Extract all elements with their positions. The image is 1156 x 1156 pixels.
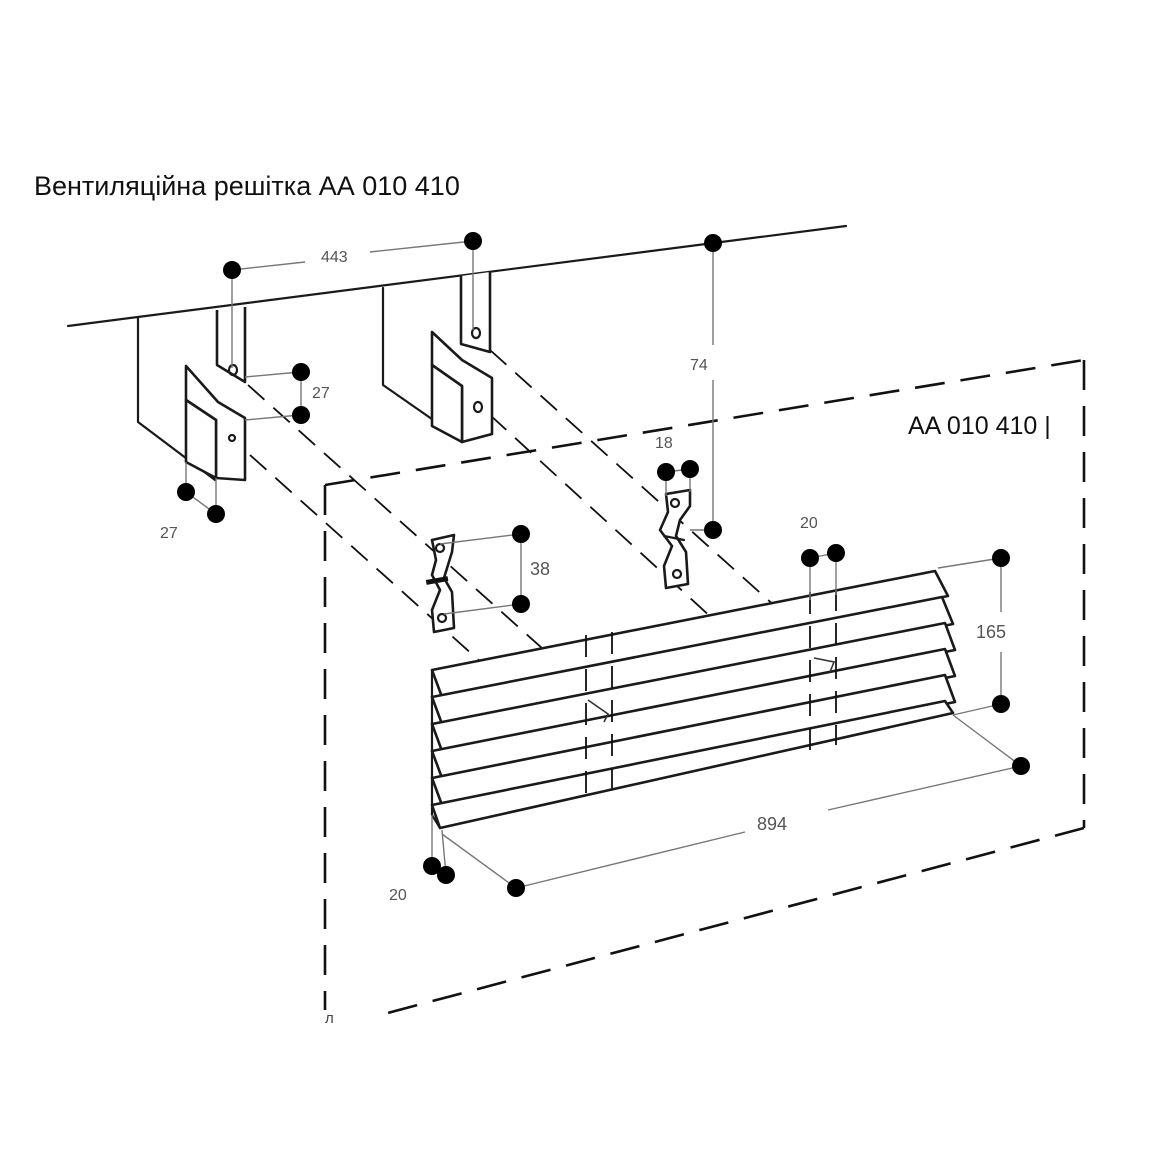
dimension-label-27-depth: 27	[312, 385, 330, 402]
dimension-marker	[423, 857, 441, 875]
dimension-marker	[704, 234, 722, 252]
dimension-marker	[1012, 757, 1030, 775]
dimension-marker	[292, 406, 310, 424]
dimension-27-width: 27	[160, 462, 225, 542]
dimension-marker	[464, 232, 482, 250]
dimension-marker	[512, 595, 530, 613]
dimension-18: 18	[655, 435, 699, 496]
dimension-marker	[292, 363, 310, 381]
dimension-label-27-width: 27	[160, 525, 178, 542]
dimension-marker	[827, 544, 845, 562]
grille-slat-4	[430, 647, 957, 780]
right-clip	[658, 488, 692, 590]
dimension-marker	[512, 525, 530, 543]
dimension-marker	[657, 463, 675, 481]
dimension-label-894: 894	[757, 814, 787, 834]
grille-slat-2	[430, 595, 955, 726]
dimension-894: 894	[441, 714, 1030, 897]
dimension-20-bottom: 20	[389, 815, 455, 904]
dimension-label-443: 443	[321, 249, 348, 266]
mounting-rail-line	[66, 224, 848, 328]
grille-slat-1	[430, 569, 950, 699]
dimension-marker	[992, 549, 1010, 567]
model-code-label: AA 010 410 |	[908, 412, 1051, 440]
dimension-label-20-top: 20	[800, 515, 818, 532]
dimension-marker	[207, 505, 225, 523]
dimension-marker	[704, 521, 722, 539]
dimension-marker	[992, 695, 1010, 713]
installation-outline	[323, 358, 1086, 1017]
dimension-74: 74	[690, 234, 722, 539]
dimension-443: 443	[223, 232, 482, 368]
corner-mark: л	[325, 1010, 334, 1027]
dimension-marker	[177, 483, 195, 501]
grille-slat-5	[430, 673, 957, 807]
drawing-title: Вентиляційна решітка АА 010 410	[34, 171, 460, 201]
grille-slat-3	[430, 621, 957, 753]
dimension-marker	[507, 879, 525, 897]
dimension-label-18: 18	[655, 435, 673, 452]
dimension-marker	[681, 460, 699, 478]
right-bracket	[381, 272, 494, 444]
dimension-label-74: 74	[690, 357, 708, 374]
dimension-27-depth: 27	[244, 363, 330, 424]
grille	[430, 569, 957, 830]
dimension-label-20-bottom: 20	[389, 887, 407, 904]
dimension-label-38: 38	[530, 559, 550, 579]
left-bracket	[136, 307, 247, 482]
dimension-marker	[801, 549, 819, 567]
dimension-marker	[223, 261, 241, 279]
grille-slat-6	[430, 699, 955, 830]
dimension-38: 38	[439, 525, 550, 615]
dimension-label-165: 165	[976, 622, 1006, 642]
dimension-165: 165	[937, 549, 1010, 716]
dimension-20-top: 20	[800, 515, 845, 600]
dimension-marker	[437, 866, 455, 884]
